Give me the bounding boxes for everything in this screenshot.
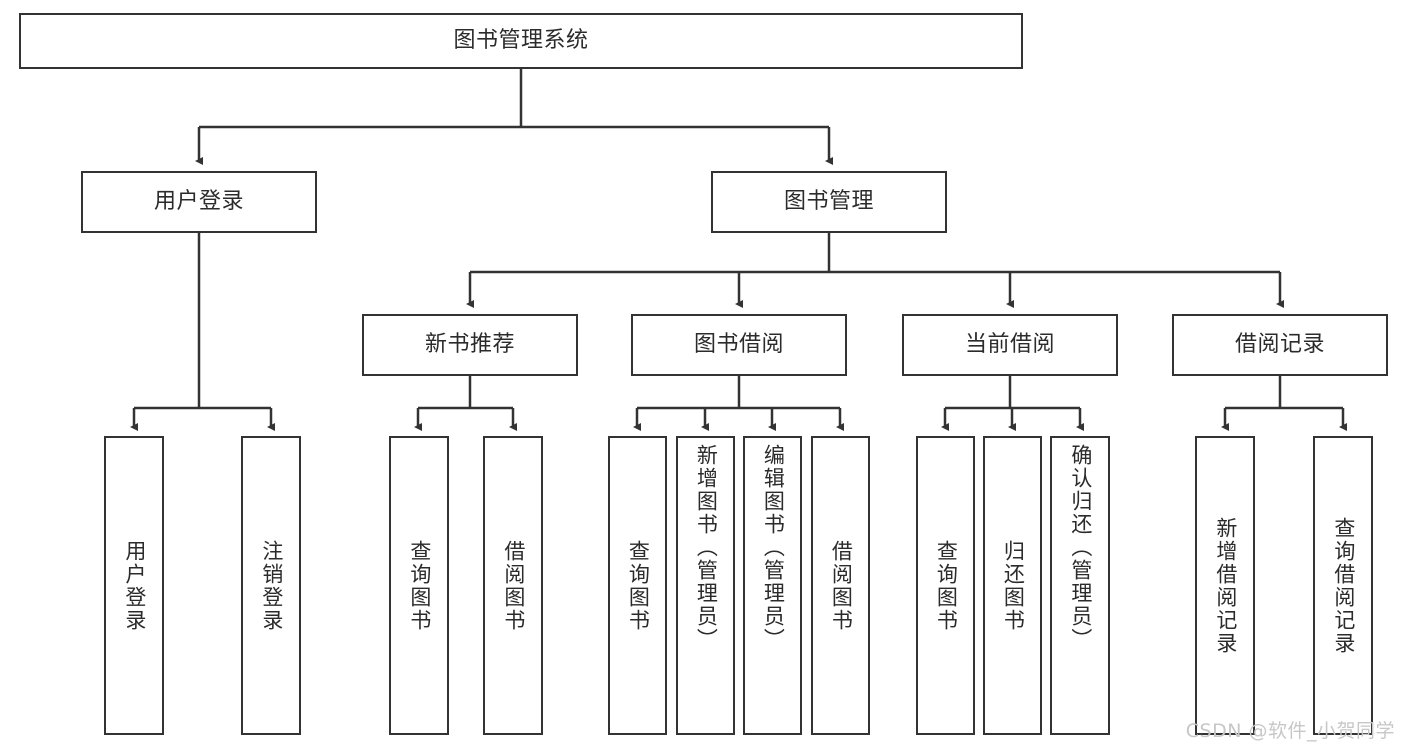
node-book-management-label: 图书管理	[783, 189, 874, 215]
node-leaf-add-book-label: 新增图书（管理员）	[694, 444, 719, 651]
node-leaf-user-login[interactable]: 用户登录	[104, 436, 164, 735]
node-root-label: 图书管理系统	[453, 28, 589, 54]
node-leaf-borrow-book-2-label: 借阅图书	[829, 539, 854, 632]
node-leaf-query-book-1-label: 查询图书	[407, 539, 432, 632]
connector-new-book-recommend-to-leaves	[414, 376, 517, 431]
node-leaf-logout-login-label: 注销登录	[259, 539, 284, 632]
connector-borrow-record-to-leaves	[1221, 376, 1347, 431]
node-book-borrow[interactable]: 图书借阅	[631, 314, 847, 376]
node-current-borrow[interactable]: 当前借阅	[902, 314, 1118, 376]
node-leaf-borrow-book-2[interactable]: 借阅图书	[811, 436, 870, 735]
node-leaf-query-book-1[interactable]: 查询图书	[389, 436, 449, 735]
connector-root-to-level2	[195, 69, 833, 165]
node-leaf-query-book-2-label: 查询图书	[626, 539, 651, 632]
node-leaf-add-record[interactable]: 新增借阅记录	[1195, 436, 1255, 735]
node-leaf-add-book[interactable]: 新增图书（管理员）	[676, 436, 735, 735]
connector-book-borrow-to-leaves	[633, 376, 844, 431]
node-leaf-edit-book-label: 编辑图书（管理员）	[761, 444, 786, 651]
node-current-borrow-label: 当前借阅	[964, 332, 1055, 358]
node-leaf-borrow-book-1[interactable]: 借阅图书	[483, 436, 543, 735]
node-leaf-edit-book[interactable]: 编辑图书（管理员）	[743, 436, 802, 735]
connector-user-login-to-leaves	[130, 233, 275, 431]
node-leaf-confirm-return-label: 确认归还（管理员）	[1068, 444, 1093, 651]
node-user-login[interactable]: 用户登录	[81, 171, 317, 233]
node-leaf-return-book-label: 归还图书	[1001, 539, 1026, 632]
node-leaf-logout-login[interactable]: 注销登录	[241, 436, 301, 735]
node-leaf-query-book-3[interactable]: 查询图书	[916, 436, 975, 735]
node-leaf-add-record-label: 新增借阅记录	[1213, 516, 1238, 655]
node-leaf-confirm-return[interactable]: 确认归还（管理员）	[1050, 436, 1110, 735]
connector-current-borrow-to-leaves	[941, 376, 1084, 431]
node-borrow-record[interactable]: 借阅记录	[1172, 314, 1388, 376]
connector-book-management-to-level3	[466, 233, 1284, 308]
node-new-book-recommend[interactable]: 新书推荐	[362, 314, 578, 376]
node-leaf-borrow-book-1-label: 借阅图书	[501, 539, 526, 632]
node-leaf-return-book[interactable]: 归还图书	[983, 436, 1042, 735]
node-leaf-user-login-label: 用户登录	[122, 539, 147, 632]
node-user-login-label: 用户登录	[153, 189, 244, 215]
node-book-management[interactable]: 图书管理	[711, 171, 947, 233]
node-borrow-record-label: 借阅记录	[1234, 332, 1325, 358]
node-root[interactable]: 图书管理系统	[19, 13, 1023, 69]
node-leaf-query-book-2[interactable]: 查询图书	[608, 436, 667, 735]
node-leaf-query-record-label: 查询借阅记录	[1331, 516, 1356, 655]
node-leaf-query-book-3-label: 查询图书	[934, 539, 959, 632]
node-new-book-recommend-label: 新书推荐	[424, 332, 515, 358]
node-leaf-query-record[interactable]: 查询借阅记录	[1313, 436, 1373, 735]
node-book-borrow-label: 图书借阅	[693, 332, 784, 358]
